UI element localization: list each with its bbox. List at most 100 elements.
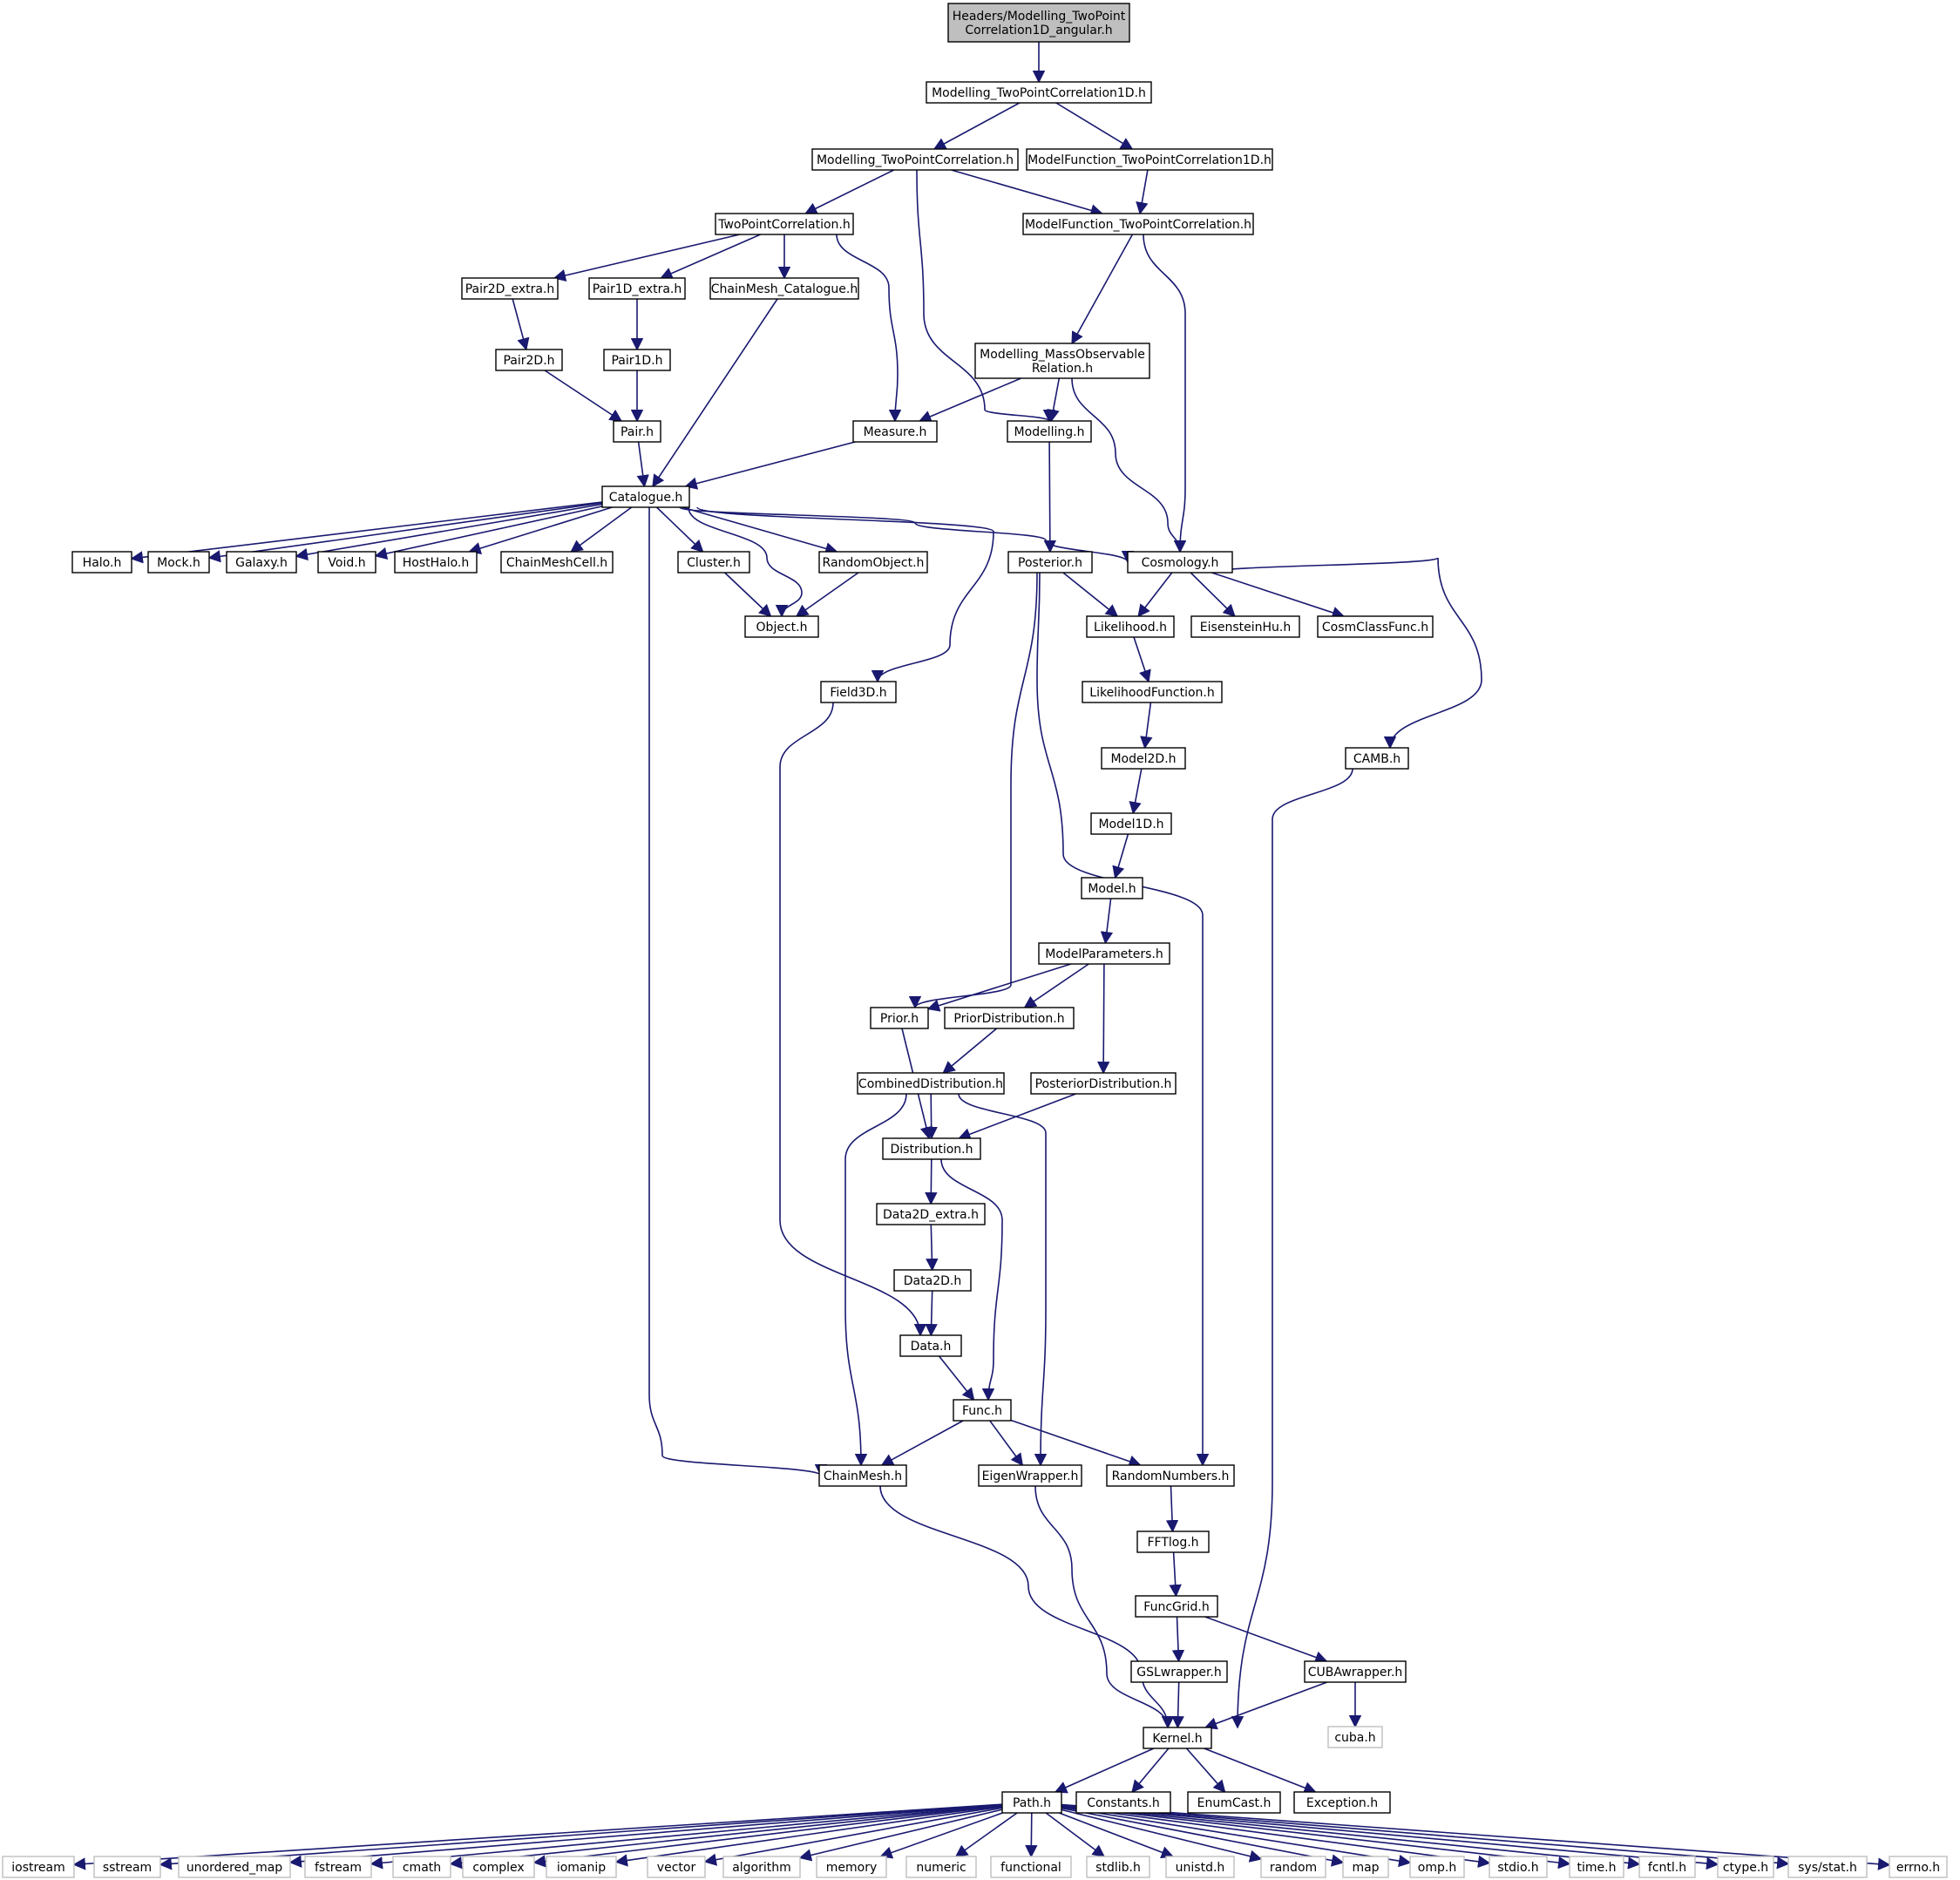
node-cubah[interactable]: cuba.h — [1327, 1726, 1383, 1748]
edge-path-to-numeric — [954, 1812, 1018, 1857]
node-constants[interactable]: Constants.h — [1075, 1791, 1171, 1814]
node-functional[interactable]: functional — [990, 1856, 1072, 1878]
node-sstream[interactable]: sstream — [93, 1856, 161, 1878]
node-kernel[interactable]: Kernel.h — [1143, 1727, 1212, 1749]
node-label: Cosmology.h — [1142, 556, 1219, 570]
node-distribution[interactable]: Distribution.h — [882, 1137, 981, 1160]
node-box — [392, 1856, 451, 1878]
node-catalogue[interactable]: Catalogue.h — [601, 485, 690, 508]
node-eigen[interactable]: EigenWrapper.h — [978, 1464, 1082, 1487]
node-func[interactable]: Func.h — [953, 1399, 1012, 1422]
node-umap[interactable]: unordered_map — [178, 1856, 291, 1878]
node-fftlog[interactable]: FFTlog.h — [1136, 1530, 1210, 1553]
node-measure[interactable]: Measure.h — [852, 420, 938, 443]
node-m2pc1d[interactable]: Modelling_TwoPointCorrelation1D.h — [926, 81, 1152, 104]
node-errno[interactable]: errno.h — [1889, 1856, 1948, 1878]
node-field3d[interactable]: Field3D.h — [820, 681, 897, 703]
node-model2d[interactable]: Model2D.h — [1101, 747, 1186, 770]
node-prior[interactable]: Prior.h — [870, 1007, 929, 1029]
node-funcgrid[interactable]: FuncGrid.h — [1135, 1595, 1218, 1618]
node-algorithm[interactable]: algorithm — [722, 1856, 801, 1878]
node-void[interactable]: Void.h — [317, 551, 376, 574]
node-map[interactable]: map — [1342, 1856, 1389, 1878]
node-mf2pc[interactable]: ModelFunction_TwoPointCorrelation.h — [1022, 213, 1254, 235]
node-complex[interactable]: complex — [462, 1856, 535, 1878]
node-mf2pc1d[interactable]: ModelFunction_TwoPointCorrelation1D.h — [1026, 148, 1273, 171]
node-label: Galaxy.h — [235, 556, 288, 570]
node-pair2dx[interactable]: Pair2D_extra.h — [461, 277, 559, 300]
node-label: fstream — [315, 1861, 362, 1875]
node-mock[interactable]: Mock.h — [147, 551, 210, 574]
node-data[interactable]: Data.h — [899, 1334, 962, 1357]
node-object[interactable]: Object.h — [744, 615, 819, 638]
node-randnum[interactable]: RandomNumbers.h — [1106, 1464, 1235, 1487]
edge-m2pc-to-mf2pc — [951, 169, 1103, 217]
node-unistd[interactable]: unistd.h — [1165, 1856, 1235, 1878]
node-camb[interactable]: CAMB.h — [1345, 747, 1409, 770]
node-memory[interactable]: memory — [816, 1856, 887, 1878]
node-label: Headers/Modelling_TwoPoint — [953, 10, 1126, 24]
node-box — [816, 1856, 887, 1878]
node-box — [926, 81, 1152, 104]
node-data2d[interactable]: Data2D.h — [893, 1269, 972, 1292]
node-box — [304, 1856, 372, 1878]
node-m2pc[interactable]: Modelling_TwoPointCorrelation.h — [811, 148, 1019, 171]
node-modelparams[interactable]: ModelParameters.h — [1038, 942, 1170, 965]
node-chainmesh[interactable]: ChainMesh.h — [818, 1464, 907, 1487]
node-random[interactable]: random — [1260, 1856, 1326, 1878]
node-fstream[interactable]: fstream — [304, 1856, 372, 1878]
node-postdist[interactable]: PosteriorDistribution.h — [1030, 1072, 1177, 1095]
node-cosmology[interactable]: Cosmology.h — [1127, 551, 1233, 574]
node-priordist[interactable]: PriorDistribution.h — [944, 1007, 1075, 1029]
node-modelling[interactable]: Modelling.h — [1007, 420, 1092, 443]
edge-tpc-to-pair2dx — [553, 234, 741, 282]
node-iomanip[interactable]: iomanip — [546, 1856, 617, 1878]
node-label: Exception.h — [1306, 1796, 1378, 1810]
node-cmcell[interactable]: ChainMeshCell.h — [500, 551, 614, 574]
node-halo[interactable]: Halo.h — [71, 551, 132, 574]
node-enumcast[interactable]: EnumCast.h — [1187, 1791, 1281, 1814]
node-cuba[interactable]: CUBAwrapper.h — [1304, 1660, 1407, 1683]
node-sysstat[interactable]: sys/stat.h — [1787, 1856, 1868, 1878]
node-gsl[interactable]: GSLwrapper.h — [1130, 1660, 1228, 1683]
node-box — [893, 1269, 972, 1292]
node-combdist[interactable]: CombinedDistribution.h — [857, 1072, 1005, 1095]
node-stdlib[interactable]: stdlib.h — [1086, 1856, 1150, 1878]
edge-path-to-omp — [1061, 1806, 1412, 1868]
node-randobj[interactable]: RandomObject.h — [818, 551, 928, 574]
node-data2dx[interactable]: Data2D_extra.h — [876, 1203, 986, 1225]
node-pair2d[interactable]: Pair2D.h — [495, 349, 563, 371]
node-likelihood[interactable]: Likelihood.h — [1086, 615, 1175, 638]
node-cmath[interactable]: cmath — [392, 1856, 451, 1878]
node-pair1d[interactable]: Pair1D.h — [603, 349, 671, 371]
node-box — [974, 343, 1150, 379]
node-label: ChainMeshCell.h — [506, 556, 607, 570]
node-stdio[interactable]: stdio.h — [1489, 1856, 1548, 1878]
node-cmcat[interactable]: ChainMesh_Catalogue.h — [709, 277, 859, 300]
node-pair1dx[interactable]: Pair1D_extra.h — [588, 277, 686, 300]
node-ctype[interactable]: ctype.h — [1717, 1856, 1774, 1878]
node-model1d[interactable]: Model1D.h — [1090, 812, 1172, 835]
node-likefunc[interactable]: LikelihoodFunction.h — [1082, 681, 1223, 703]
node-iostream[interactable]: iostream — [2, 1856, 75, 1878]
node-model[interactable]: Model.h — [1081, 877, 1143, 899]
node-posterior[interactable]: Posterior.h — [1007, 551, 1093, 574]
node-fcntl[interactable]: fcntl.h — [1638, 1856, 1696, 1878]
node-cosmclass[interactable]: CosmClassFunc.h — [1317, 615, 1434, 638]
node-hosthalo[interactable]: HostHalo.h — [394, 551, 478, 574]
node-cluster[interactable]: Cluster.h — [677, 551, 750, 574]
node-time[interactable]: time.h — [1569, 1856, 1624, 1878]
node-tpc[interactable]: TwoPointCorrelation.h — [715, 213, 854, 235]
node-exception[interactable]: Exception.h — [1293, 1791, 1391, 1814]
node-label: Correlation1D_angular.h — [965, 24, 1112, 37]
node-path[interactable]: Path.h — [1001, 1791, 1062, 1814]
node-eisenstein[interactable]: EisensteinHu.h — [1190, 615, 1300, 638]
node-galaxy[interactable]: Galaxy.h — [226, 551, 297, 574]
node-box — [852, 420, 938, 443]
node-vector[interactable]: vector — [647, 1856, 706, 1878]
node-pair[interactable]: Pair.h — [613, 420, 661, 443]
node-numeric[interactable]: numeric — [905, 1856, 977, 1878]
node-omp[interactable]: omp.h — [1409, 1856, 1465, 1878]
edge-postdist-to-distribution — [958, 1093, 1076, 1141]
